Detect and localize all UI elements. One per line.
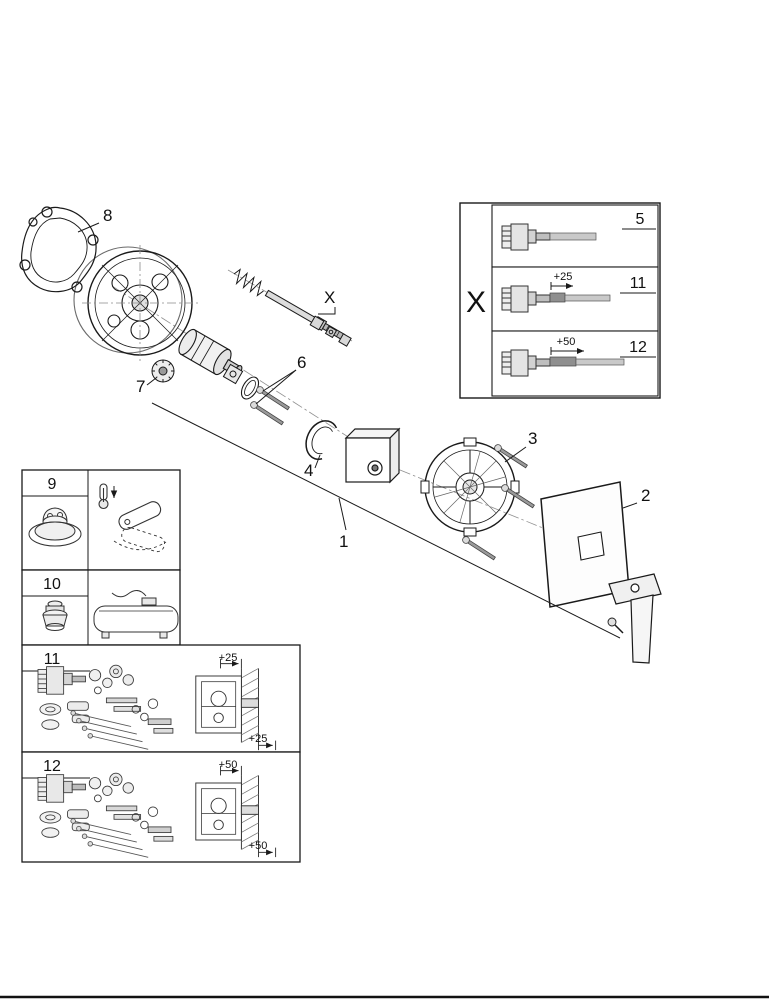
panel-12: 12 +50 +50 (21, 751, 301, 863)
leader-line-8 (77, 222, 100, 233)
panel-10: 10 (21, 569, 181, 646)
escutcheon-plate-2 (540, 481, 630, 608)
mounting-collar-4 (305, 420, 338, 460)
spindle-nuts (309, 315, 352, 347)
screw-icon (492, 442, 529, 470)
callout-3: 3 (528, 429, 537, 448)
retaining-ring-6 (240, 376, 260, 400)
callout-7: 7 (136, 377, 145, 396)
panel-11-offset-top: +25 (219, 652, 238, 664)
panel-12-offset-bottom: +50 (249, 840, 268, 852)
aerator-part-icon (42, 600, 68, 631)
x-row-12: +50 12 (491, 330, 659, 397)
panel-10-number: 10 (43, 576, 61, 593)
leader-line-4 (314, 454, 321, 469)
knob-part-7 (151, 359, 175, 383)
leader-line-2 (622, 502, 638, 509)
callout-8: 8 (103, 206, 112, 225)
callout-6: 6 (297, 353, 306, 372)
handle-motion-icon (113, 501, 167, 553)
callout-x: X (324, 288, 335, 307)
panel-11-offset-bottom: +25 (249, 733, 268, 745)
x-row-11: +25 11 (491, 266, 659, 332)
x-variants-panel: X 5 +25 11 +50 12 (459, 202, 661, 399)
x-row-12-number: 12 (629, 339, 647, 356)
x-row-5: 5 (491, 204, 659, 268)
lever-handle (607, 573, 662, 664)
leader-line-3 (504, 446, 527, 463)
panel-12-number: 12 (43, 758, 61, 775)
valve-body (73, 245, 198, 361)
screw-icon (460, 534, 497, 562)
leader-line-7 (146, 377, 157, 386)
thermometer-icon (98, 483, 118, 510)
x-row-11-offset: +25 (554, 271, 573, 283)
cap-part-icon (28, 507, 82, 547)
mounting-plate-3 (420, 437, 520, 537)
callout-2: 2 (641, 486, 650, 505)
x-row-5-number: 5 (636, 211, 645, 228)
panel-12-offset-top: +50 (219, 759, 238, 771)
x-row-11-number: 11 (630, 275, 647, 292)
panel-11-number: 11 (44, 651, 61, 668)
panel-11: 11 +25 +25 (21, 644, 301, 753)
x-row-12-offset: +50 (557, 336, 576, 348)
bathtub-icon (93, 590, 179, 639)
assembly-leader-1 (151, 402, 621, 639)
panel-9-number: 9 (48, 476, 57, 493)
gasket-part-8 (19, 206, 99, 293)
leader-line-1 (338, 497, 347, 531)
callout-1: 1 (339, 532, 348, 551)
x-panel-label: X (466, 286, 486, 319)
panel-9: 9 (21, 469, 181, 571)
cartridge-adapter (222, 363, 244, 385)
housing-cube (344, 427, 401, 484)
callout-4: 4 (304, 461, 313, 480)
bracket-line-x (318, 307, 336, 315)
leader-lines-6 (255, 369, 297, 405)
